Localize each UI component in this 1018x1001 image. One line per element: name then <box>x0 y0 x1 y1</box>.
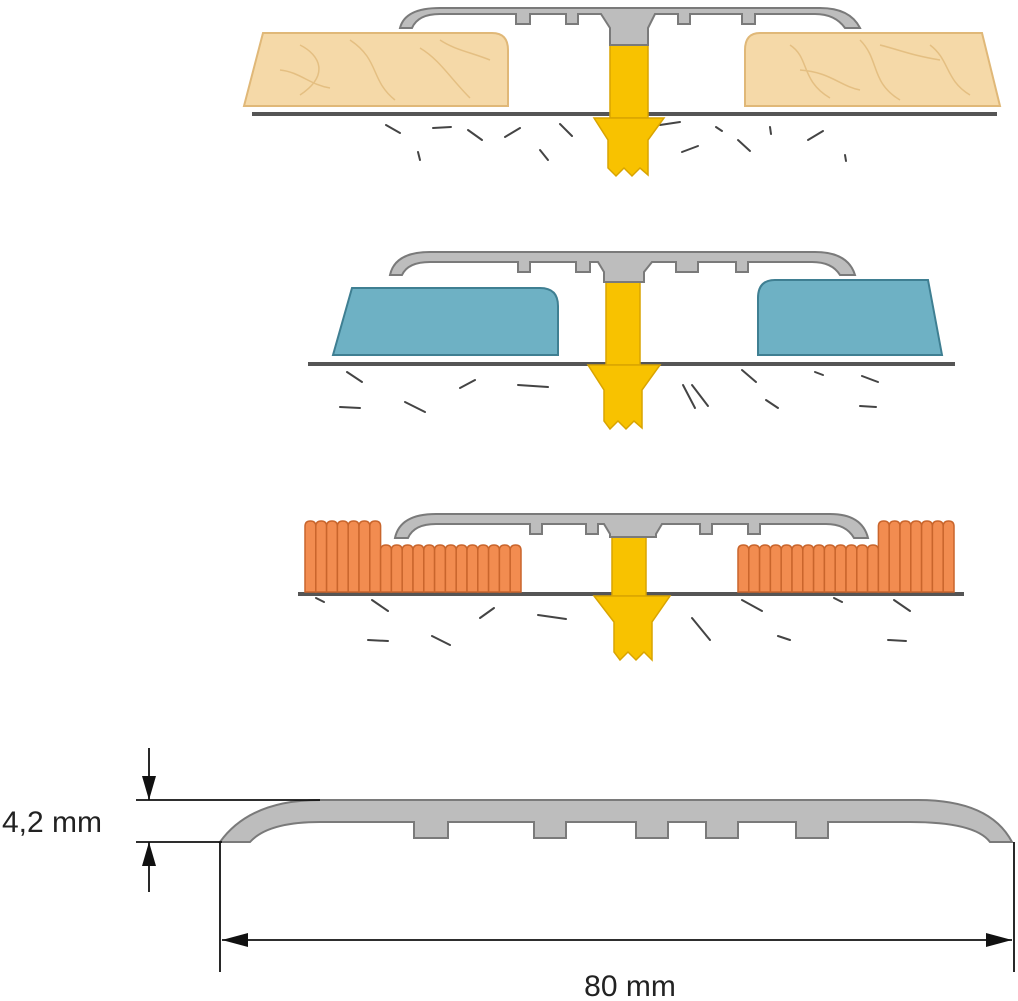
screw-icon <box>586 281 662 431</box>
carpet-tuft <box>315 520 328 593</box>
carpet-tuft <box>942 520 955 593</box>
carpet-tuft <box>823 544 836 593</box>
carpet-tuft <box>802 544 815 593</box>
carpet-tuft <box>931 520 944 593</box>
subfloor-texture <box>315 597 911 646</box>
carpet-tuft <box>347 520 360 593</box>
carpet-tuft <box>390 544 403 593</box>
transition-profile <box>398 7 862 46</box>
carpet-tuft <box>369 520 382 593</box>
wood-plank-right <box>744 32 1002 107</box>
carpet-tuft <box>780 544 793 593</box>
carpet-tuft <box>444 544 457 593</box>
arrow-down-icon <box>142 776 156 800</box>
carpet-tuft <box>899 520 912 593</box>
carpet-tuft <box>748 544 761 593</box>
carpet-tuft <box>791 544 804 593</box>
profile-cross-section <box>218 799 1014 843</box>
carpet-tuft <box>487 544 501 593</box>
screw-icon <box>592 536 672 662</box>
carpet-tuft <box>423 544 436 593</box>
subfloor-texture <box>339 369 879 413</box>
subfloor-texture <box>385 121 847 162</box>
width-dimension-label: 80 mm <box>584 970 676 1001</box>
carpet-tuft <box>412 544 425 593</box>
carpet-right <box>737 520 955 593</box>
vinyl-plank-right <box>757 279 944 356</box>
carpet-tuft <box>304 520 317 593</box>
arrow-right-icon <box>986 933 1012 947</box>
carpet-tuft <box>877 520 890 593</box>
carpet-tuft <box>866 544 880 593</box>
height-dimension-label: 4,2 mm <box>2 806 102 839</box>
carpet-tuft <box>401 544 414 593</box>
carpet-tuft <box>834 544 847 593</box>
panel-wood-floor <box>242 7 1002 178</box>
carpet-tuft <box>888 520 901 593</box>
transition-profile <box>388 251 857 283</box>
carpet-tuft <box>910 520 923 593</box>
carpet-left <box>304 520 522 593</box>
wood-plank-left <box>242 32 509 107</box>
carpet-tuft <box>812 544 826 593</box>
carpet-tuft <box>358 520 371 593</box>
carpet-tuft <box>845 544 858 593</box>
transition-profile <box>393 513 870 539</box>
carpet-tuft <box>769 544 782 593</box>
panel-dimension-drawing: 4,2 mm 80 mm <box>2 748 1015 1001</box>
carpet-tuft <box>856 544 869 593</box>
panel-vinyl-floor <box>308 251 955 431</box>
carpet-tuft <box>498 544 511 593</box>
carpet-tuft <box>509 544 522 593</box>
carpet-tuft <box>455 544 468 593</box>
carpet-tuft <box>336 520 349 593</box>
carpet-tuft <box>477 544 490 593</box>
carpet-tuft <box>325 520 339 593</box>
screw-icon <box>592 44 666 178</box>
carpet-tuft <box>466 544 479 593</box>
carpet-tuft <box>379 544 393 593</box>
carpet-tuft <box>920 520 934 593</box>
arrow-up-icon <box>142 842 156 866</box>
arrow-left-icon <box>222 933 248 947</box>
carpet-tuft <box>433 544 447 593</box>
carpet-tuft <box>758 544 772 593</box>
vinyl-plank-left <box>331 287 559 356</box>
panel-carpet-floor <box>298 513 964 662</box>
carpet-tuft <box>737 544 750 593</box>
